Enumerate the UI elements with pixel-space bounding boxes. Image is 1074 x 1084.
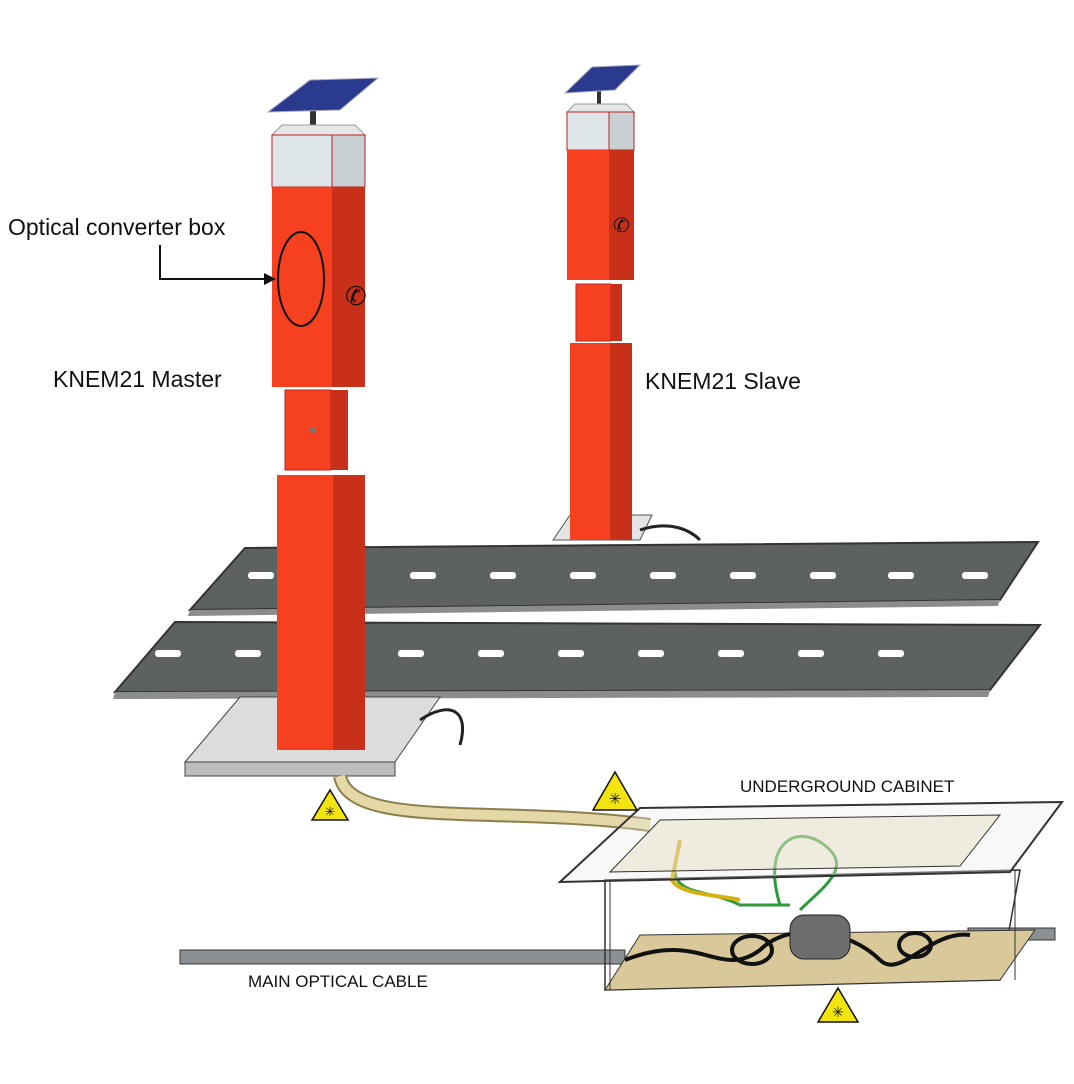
lane-markings (155, 572, 988, 657)
laser-warning-icon: ✳ (591, 770, 639, 811)
cabinet-lid (557, 800, 1065, 884)
main-cable-label: MAIN OPTICAL CABLE (248, 972, 428, 991)
highway-road (112, 540, 1043, 699)
master-pillar: ✆ (266, 77, 380, 750)
phone-icon: ✆ (613, 215, 630, 237)
svg-text:✳: ✳ (832, 1004, 844, 1020)
slave-pillar: ✆ (563, 64, 642, 540)
optical-converter-box-marker (277, 231, 325, 327)
slave-label: KNEM21 Slave (645, 368, 801, 394)
arrow-head-icon (264, 273, 276, 285)
svg-text:✳: ✳ (325, 804, 336, 819)
splice-closure (789, 914, 851, 960)
callout-arrow (159, 245, 270, 280)
solar-panel (266, 77, 380, 113)
cabinet-label: UNDERGROUND CABINET (740, 777, 954, 796)
solar-panel (563, 64, 642, 94)
underground-cabinet (557, 800, 1065, 991)
master-label: KNEM21 Master (53, 366, 222, 392)
laser-warning-icon: ✳ (816, 986, 860, 1023)
svg-text:✳: ✳ (609, 791, 622, 808)
laser-warning-icon: ✳ (310, 788, 350, 821)
converter-label: Optical converter box (8, 214, 226, 240)
phone-icon: ✆ (345, 281, 367, 311)
